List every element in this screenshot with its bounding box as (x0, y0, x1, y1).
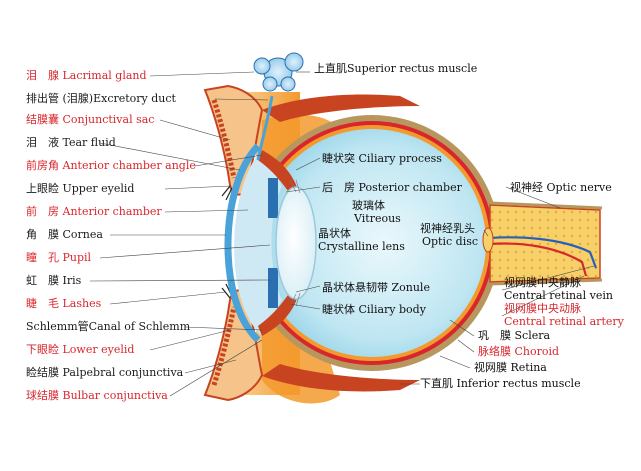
vitreous-cn-label: 玻璃体 (352, 199, 385, 212)
left-label-0: 泪 腺 Lacrimal gland (26, 69, 147, 82)
central-retinal-vein (489, 236, 598, 269)
left-label-3: 泪 液 Tear fluid (26, 136, 116, 149)
ciliary-body-label: 睫状体 Ciliary body (322, 303, 426, 316)
ciliary-process-label: 睫状突 Ciliary process (322, 152, 442, 165)
left-label-5: 上眼睑 Upper eyelid (26, 182, 135, 195)
optic-nerve-label: 视神经 Optic nerve (510, 181, 612, 194)
upper-lid-muscle (211, 99, 237, 179)
iris-lower (268, 268, 278, 308)
posterior-chamber-label: 后 房 Posterior chamber (322, 181, 462, 194)
inferior-rectus-label: 下直肌 Inferior rectus muscle (420, 377, 581, 390)
optic-disc-cn-label: 视神经乳头 (420, 222, 475, 235)
vitreous-body (258, 129, 486, 357)
iris-upper (268, 178, 278, 218)
left-label-9: 虹 膜 Iris (26, 274, 82, 287)
left-label-4: 前房角 Anterior chamber angle (26, 159, 196, 172)
lower-lid-muscle (211, 306, 237, 386)
left-label-6: 前 房 Anterior chamber (26, 205, 162, 218)
left-label-14: 球结膜 Bulbar conjunctiva (26, 389, 168, 402)
optic-nerve-sheath (489, 201, 603, 286)
left-label-8: 瞳 孔 Pupil (26, 251, 92, 264)
lens-cn-label: 晶状体 (318, 227, 351, 240)
ciliary-body-lower (258, 292, 298, 336)
zonule-label: 晶状体悬韧带 Zonule (322, 281, 430, 294)
superior-rectus-label: 上直肌Superior rectus muscle (314, 62, 478, 75)
leader-lines-right (285, 71, 595, 385)
left-label-13: 睑结膜 Palpebral conjunctiva (26, 366, 184, 379)
central-retinal-artery (489, 242, 588, 277)
retinal-vein-cn-label: 视网膜中央静脉 (504, 276, 581, 289)
superior-rectus (262, 94, 420, 122)
left-label-12: 下眼睑 Lower eyelid (26, 343, 135, 356)
left-label-1: 排出管 (泪腺)Excretory duct (26, 92, 176, 105)
vitreous-en-label: Vitreous (354, 212, 401, 225)
optic-disc (482, 227, 494, 253)
optic-disc-en-label: Optic disc (422, 235, 479, 248)
lacrimal-gland (253, 52, 304, 92)
left-label-7: 角 膜 Cornea (26, 228, 103, 241)
retina-label: 视网膜 Retina (474, 361, 547, 374)
retinal-artery-en-label: Central retinal artery (504, 315, 624, 328)
sclera-label: 巩 膜 Sclera (478, 329, 551, 342)
cornea (224, 143, 261, 343)
left-label-10: 睫 毛 Lashes (26, 297, 102, 310)
choroid-label: 脉络膜 Choroid (478, 345, 560, 358)
retinal-vein-en-label: Central retinal vein (504, 289, 613, 302)
inferior-rectus (262, 364, 420, 392)
crystalline-lens (275, 186, 317, 300)
left-label-11: Schlemm管Canal of Schlemm (26, 320, 191, 333)
ciliary-body-upper (258, 150, 298, 194)
left-label-2: 结膜囊 Conjunctival sac (26, 113, 155, 126)
retinal-artery-cn-label: 视网膜中央动脉 (504, 302, 581, 315)
optic-nerve (489, 204, 601, 283)
leader-lines-left (89, 71, 271, 397)
lens-en-label: Crystalline lens (318, 240, 405, 253)
excretory-duct (256, 95, 274, 161)
